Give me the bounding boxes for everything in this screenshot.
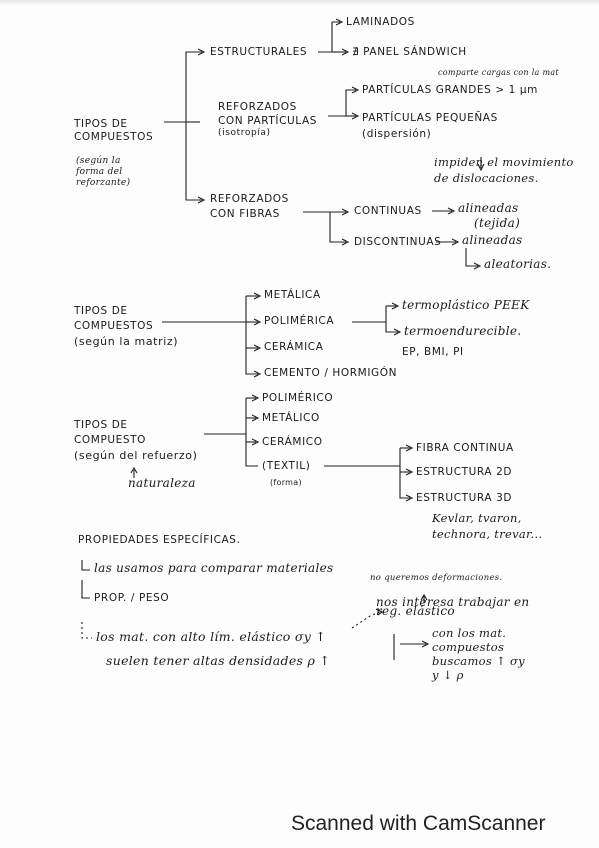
node-estructura-2d: ESTRUCTURA 2D <box>416 466 513 478</box>
note-altas-densidades: suelen tener altas densidades ρ ↑ <box>106 653 331 668</box>
node-termoendurecible: termoendurecible. <box>404 324 522 338</box>
node-ceramica: CERÁMICA <box>264 341 324 353</box>
node-panel-sandwich: ∄ PANEL SÁNDWICH <box>352 46 467 58</box>
node-aleatorias: aleatorias. <box>484 257 552 271</box>
note-no-queremos-deformaciones: no queremos deformaciones. <box>370 573 503 583</box>
title-propiedades-especificas: PROPIEDADES ESPECÍFICAS. <box>78 534 241 546</box>
node-laminados: LAMINADOS <box>346 16 415 28</box>
node-polimerico: POLIMÉRICO <box>262 392 334 404</box>
node-alineadas-continuas: alineadas <box>458 201 519 215</box>
note-forma: (forma) <box>270 478 302 487</box>
node-continuas: CONTINUAS <box>354 205 422 217</box>
node-cemento-hormigon: CEMENTO / HORMIGÓN <box>264 367 398 379</box>
note-alto-limite-elastico: los mat. con alto lím. elástico σy ↑ <box>96 629 327 644</box>
note-naturaleza: naturaleza <box>128 476 196 490</box>
node-metalico: METÁLICO <box>262 412 320 424</box>
node-estructurales: ESTRUCTURALES <box>210 46 308 58</box>
node-fibra-continua: FIBRA CONTINUA <box>416 442 514 454</box>
node-discontinuas: DISCONTINUAS <box>354 236 442 248</box>
node-ceramico: CERÁMICO <box>262 436 323 448</box>
node-alineadas-discontinuas: alineadas <box>462 233 523 247</box>
node-polimerica: POLIMÉRICA <box>264 315 335 327</box>
note-comparte-cargas: comparte cargas con la mat <box>438 68 559 77</box>
note-ep-bmi-pi: EP, BMI, PI <box>402 346 464 358</box>
note-comparar-materiales: las usamos para comparar materiales <box>94 561 334 575</box>
note-fibras-ejemplos: Kevlar, tvaron,technora, trevar... <box>432 511 543 541</box>
node-textil: (TEXTIL) <box>262 460 311 472</box>
node-particulas-grandes: PARTÍCULAS GRANDES > 1 μm <box>362 84 539 96</box>
node-metalica: METÁLICA <box>264 289 321 301</box>
camscanner-watermark: Scanned with CamScanner <box>291 812 546 835</box>
scan-edge-shadow <box>0 0 599 6</box>
node-particulas-pequenas: PARTÍCULAS PEQUEÑAS(dispersión) <box>362 112 498 140</box>
node-termoplastico: termoplástico PEEK <box>402 298 530 312</box>
node-estructura-3d: ESTRUCTURA 3D <box>416 492 513 504</box>
note-prop-peso: PROP. / PESO <box>94 592 170 604</box>
note-tejida: (tejida) <box>474 216 521 230</box>
